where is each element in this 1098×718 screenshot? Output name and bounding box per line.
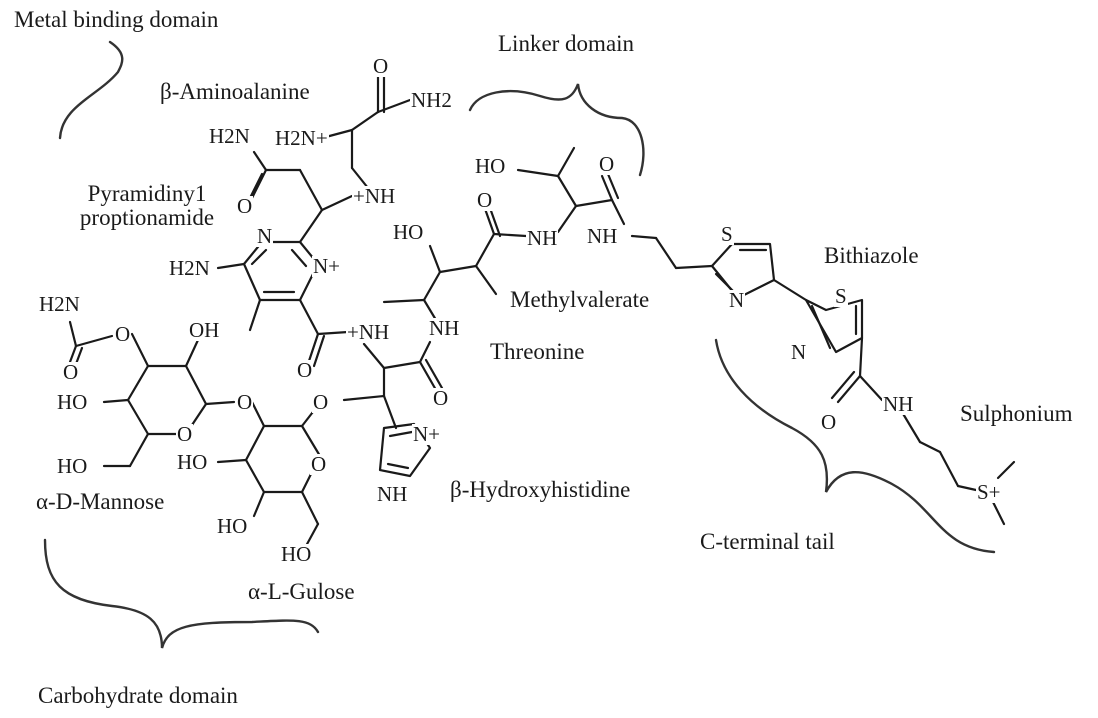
imidazole-bonds <box>378 422 432 478</box>
label-sulphonium: Sulphonium <box>960 401 1073 426</box>
label-bithiazole: Bithiazole <box>824 243 919 268</box>
brace-linker <box>468 83 645 177</box>
label-mannose: α-D-Mannose <box>36 489 165 514</box>
atom-o-carbamoyl-ether: O <box>114 322 132 346</box>
mannose-bonds <box>68 320 236 468</box>
atom-o-valerate: O <box>476 188 494 212</box>
atom-ho-mannose1: HO <box>56 390 89 414</box>
threonine-bonds <box>516 146 626 234</box>
atom-h2n-plus: H2N+ <box>274 126 329 150</box>
atom-o-thr: O <box>598 152 616 176</box>
atom-nh2-amide-top: NH2 <box>410 88 453 112</box>
label-hydroxyhistidine: β-Hydroxyhistidine <box>450 477 631 502</box>
c-terminal-bonds <box>830 370 1016 526</box>
thiazole-1-bonds <box>710 242 808 302</box>
aminoalanine-bonds <box>320 74 412 190</box>
atom-o-ring-mannose: O <box>176 422 194 446</box>
atom-ho-gulose1: HO <box>176 450 209 474</box>
atom-h2n-amide-left: H2N <box>208 124 251 148</box>
atom-o-pyr-amide: O <box>236 194 254 218</box>
atom-s-thiazole2: S <box>834 284 848 308</box>
atom-n-pyr-plus: N+ <box>312 254 342 278</box>
atom-ho-gulose2: HO <box>216 514 249 538</box>
hydroxyhistidine-bonds <box>342 340 444 430</box>
atom-o-glycosidic2: O <box>312 390 330 414</box>
label-linker-domain: Linker domain <box>498 31 635 56</box>
atom-o-carbamoyl: O <box>62 360 80 384</box>
atom-s-thiazole1: S <box>720 222 734 246</box>
atom-ho-gulose-ch2: HO <box>280 542 313 566</box>
propionamide-bonds <box>246 150 354 244</box>
atom-nh-plus-center: +NH <box>352 184 397 208</box>
label-pyrimidinyl-line1: Pyramidiny1 <box>87 181 207 206</box>
brace-metal-binding <box>58 40 124 140</box>
atom-nh-thr: NH <box>586 224 619 248</box>
atom-o-pyr-lower: O <box>296 358 314 382</box>
atom-ho-mannose-ch2: HO <box>56 454 89 478</box>
label-methylvalerate: Methylvalerate <box>510 287 650 312</box>
atom-nh-imid: NH <box>376 482 409 506</box>
atom-o-glycosidic1: O <box>236 390 254 414</box>
atom-h2n-pyr: H2N <box>168 256 211 280</box>
thiazole-2-bonds <box>804 298 864 378</box>
atom-o-hist: O <box>432 386 450 410</box>
label-threonine: Threonine <box>490 339 585 364</box>
atom-n-thiazole1: N <box>728 288 746 312</box>
atom-o-ring-gulose: O <box>310 452 328 476</box>
atom-nh-tail: NH <box>882 392 915 416</box>
atom-n-pyr-top: N <box>256 224 274 248</box>
atom-n-plus-imid: N+ <box>412 422 442 446</box>
brace-c-terminal <box>714 338 996 554</box>
label-gulose: α-L-Gulose <box>248 579 355 604</box>
atom-oh-mannose: OH <box>188 318 221 342</box>
atom-n-thiazole2: N <box>790 340 808 364</box>
atom-nh-valerate: NH <box>526 226 559 250</box>
label-metal-binding-domain: Metal binding domain <box>14 7 219 32</box>
gulose-bonds <box>216 400 322 548</box>
brace-carbohydrate <box>43 538 320 649</box>
atom-nh-plus-lower: +NH <box>346 320 391 344</box>
label-c-terminal-tail: C-terminal tail <box>700 529 835 554</box>
atom-s-plus: S+ <box>976 480 1002 504</box>
atom-ho-thr: HO <box>474 154 507 178</box>
label-carbohydrate-domain: Carbohydrate domain <box>38 683 238 708</box>
atom-h2n-carbamoyl: H2N <box>38 292 81 316</box>
atom-ho-valerate: HO <box>392 220 425 244</box>
atom-o-tail: O <box>820 410 838 434</box>
label-aminoalanine: β-Aminoalanine <box>160 79 310 104</box>
atom-nh-hist: NH <box>428 316 461 340</box>
label-pyrimidinyl-line2: proptionamide <box>79 205 215 230</box>
linker-bonds <box>630 234 714 270</box>
atom-o-amide-top: O <box>372 54 390 78</box>
